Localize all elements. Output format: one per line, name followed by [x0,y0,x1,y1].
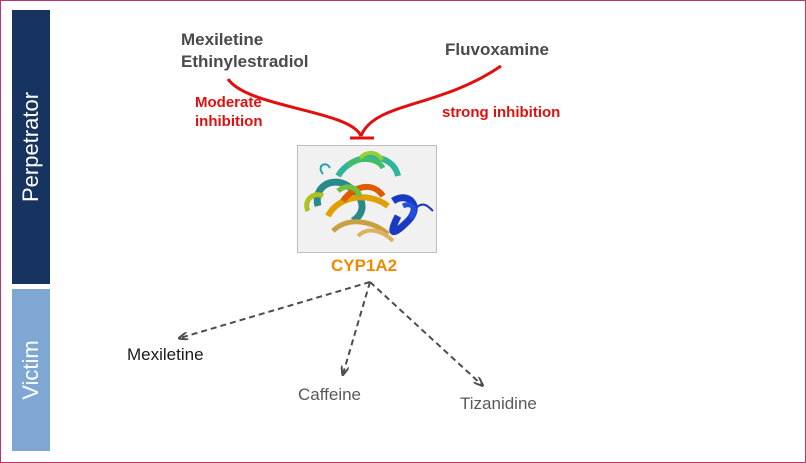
perpetrator-bar: Perpetrator [12,10,50,284]
victim-tizanidine: Tizanidine [460,394,537,413]
perpetrator-left-group: Mexiletine Ethinylestradiol [181,29,309,73]
victim-caffeine: Caffeine [298,385,362,404]
arrow-to-mexiletine [180,281,371,338]
protein-ribbon-structure [304,151,434,243]
strong-inhibition-label: strong inhibition [442,104,561,121]
moderate-inhibition-line2: inhibition [195,113,263,130]
victim-bar: Victim [12,289,50,451]
moderate-inhibition-curve [226,78,363,137]
moderate-inhibition-line1: Moderate [195,94,262,111]
arrow-to-caffeine [343,281,371,374]
strong-inhibition-curve [359,64,502,137]
arrow-to-tizanidine [369,281,482,385]
enzyme-cyp1a2-label: CYP1A2 [331,256,398,275]
perpetrator-ethinylestradiol: Ethinylestradiol [181,52,309,71]
perpetrator-mexiletine: Mexiletine [181,30,264,49]
victim-mexiletine: Mexiletine [127,345,204,364]
cyp1a2-protein-image [297,145,437,253]
moderate-inhibition-label: Moderate inhibition [195,93,262,131]
perpetrator-fluvoxamine: Fluvoxamine [445,40,549,59]
